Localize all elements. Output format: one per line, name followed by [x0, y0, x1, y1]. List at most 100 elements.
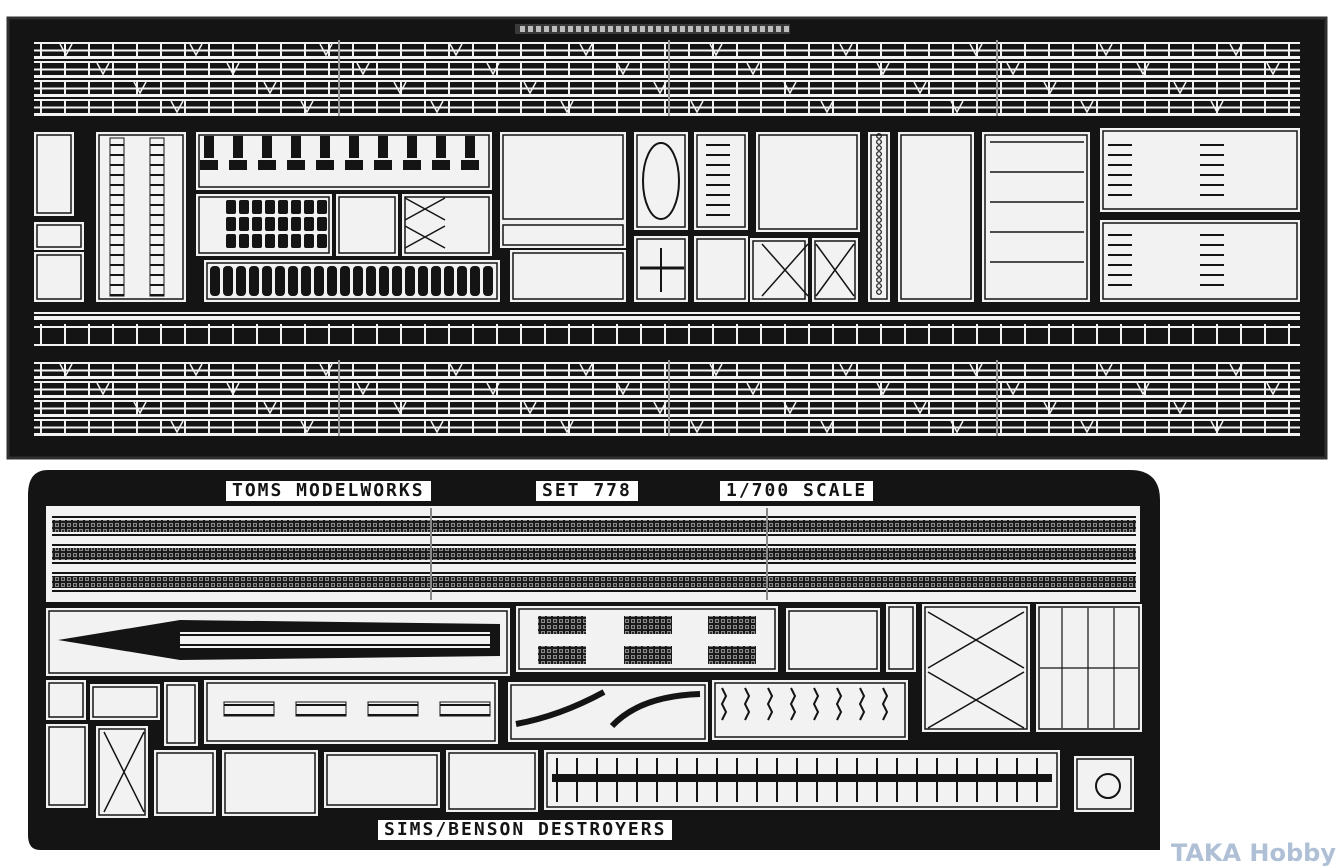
stanchion — [736, 400, 738, 415]
header-glyph — [536, 26, 541, 32]
long-rail-stanchion — [916, 758, 918, 802]
chain-link — [876, 211, 882, 217]
stanchion — [112, 419, 114, 434]
stanchion — [640, 80, 642, 95]
t-part-foot — [403, 160, 421, 170]
stanchion — [688, 381, 690, 396]
stanchion — [784, 61, 786, 76]
stanchion — [64, 362, 66, 377]
stanchion — [712, 381, 714, 396]
stanchion — [1072, 362, 1074, 377]
stanchion — [280, 381, 282, 396]
ladder-stanchion — [1168, 324, 1170, 346]
bottom-part-outline — [156, 752, 214, 814]
stanchion — [760, 400, 762, 415]
grid-slot — [239, 200, 249, 214]
stanchion — [1096, 362, 1098, 377]
stanchion — [976, 362, 978, 377]
rail-top-wire — [34, 419, 1300, 421]
ladder-stanchion — [184, 324, 186, 346]
part-block — [336, 194, 398, 256]
stanchion — [520, 80, 522, 95]
rail-v-joint — [59, 43, 73, 57]
stanchion — [448, 362, 450, 377]
stanchion — [1000, 419, 1002, 434]
stanchion — [208, 99, 210, 114]
stanchion — [832, 80, 834, 95]
stanchion — [904, 362, 906, 377]
band-divider — [338, 40, 340, 116]
band-divider — [996, 40, 998, 116]
stanchion — [1000, 381, 1002, 396]
bottom-part-outline — [518, 608, 776, 670]
grid-slot — [265, 200, 275, 214]
stanchion — [376, 381, 378, 396]
stanchion — [928, 400, 930, 415]
stanchion — [952, 99, 954, 114]
ladder-stanchion — [280, 324, 282, 346]
chain-link — [876, 247, 882, 253]
t-part-foot — [374, 160, 392, 170]
stanchion — [1264, 99, 1266, 114]
grid-slot — [278, 217, 288, 231]
stanchion — [736, 362, 738, 377]
stanchion — [184, 80, 186, 95]
stanchion — [1024, 42, 1026, 57]
chain-link — [876, 259, 882, 265]
chain-link — [876, 217, 882, 223]
rail-v-joint — [1229, 363, 1243, 377]
part-outline — [502, 134, 624, 220]
stanchion — [1240, 42, 1242, 57]
dark-slot — [262, 266, 272, 296]
stanchion — [496, 400, 498, 415]
stanchion — [1216, 42, 1218, 57]
stanchion — [1168, 362, 1170, 377]
stanchion — [40, 99, 42, 114]
rail-v-joint — [189, 363, 203, 377]
header-glyph — [584, 26, 589, 32]
chain-link — [876, 277, 882, 283]
inclined-ladder — [149, 137, 165, 297]
bottom-part-block — [164, 682, 198, 746]
mesh-strip — [52, 520, 1136, 532]
rail-v-joint — [449, 363, 463, 377]
bottom-part-outline — [92, 686, 158, 718]
stanchion — [928, 381, 930, 396]
stanchion — [40, 80, 42, 95]
stanchion — [544, 61, 546, 76]
header-glyph — [736, 26, 741, 32]
rail-v-joint — [560, 420, 574, 434]
stanchion — [208, 400, 210, 415]
stanchion — [832, 61, 834, 76]
bottom-fret — [28, 470, 1160, 850]
stanchion — [1120, 362, 1122, 377]
stanchion — [568, 80, 570, 95]
stanchion — [688, 42, 690, 57]
rail-v-joint — [616, 62, 630, 76]
mesh-divider — [430, 508, 432, 600]
grid-slot — [304, 234, 314, 248]
stanchion — [1120, 42, 1122, 57]
rail-v-joint — [950, 420, 964, 434]
stanchion — [448, 61, 450, 76]
ladder-stanchion — [1048, 324, 1050, 346]
rail-v-joint — [1080, 420, 1094, 434]
stanchion — [616, 419, 618, 434]
long-rail-stanchion — [1016, 758, 1018, 802]
stanchion — [928, 42, 930, 57]
stanchion — [304, 61, 306, 76]
ladder-stanchion — [664, 324, 666, 346]
bottom-x-brace — [927, 611, 1025, 669]
stanchion — [1216, 381, 1218, 396]
stanchion — [880, 80, 882, 95]
stanchion — [448, 419, 450, 434]
rail-v-joint — [1266, 62, 1280, 76]
stanchion — [544, 400, 546, 415]
stanchion — [928, 80, 930, 95]
chain-link — [876, 271, 882, 277]
stanchion — [376, 362, 378, 377]
bottom-part-outline — [206, 682, 496, 742]
dark-slot — [431, 266, 441, 296]
stanchion — [1216, 400, 1218, 415]
